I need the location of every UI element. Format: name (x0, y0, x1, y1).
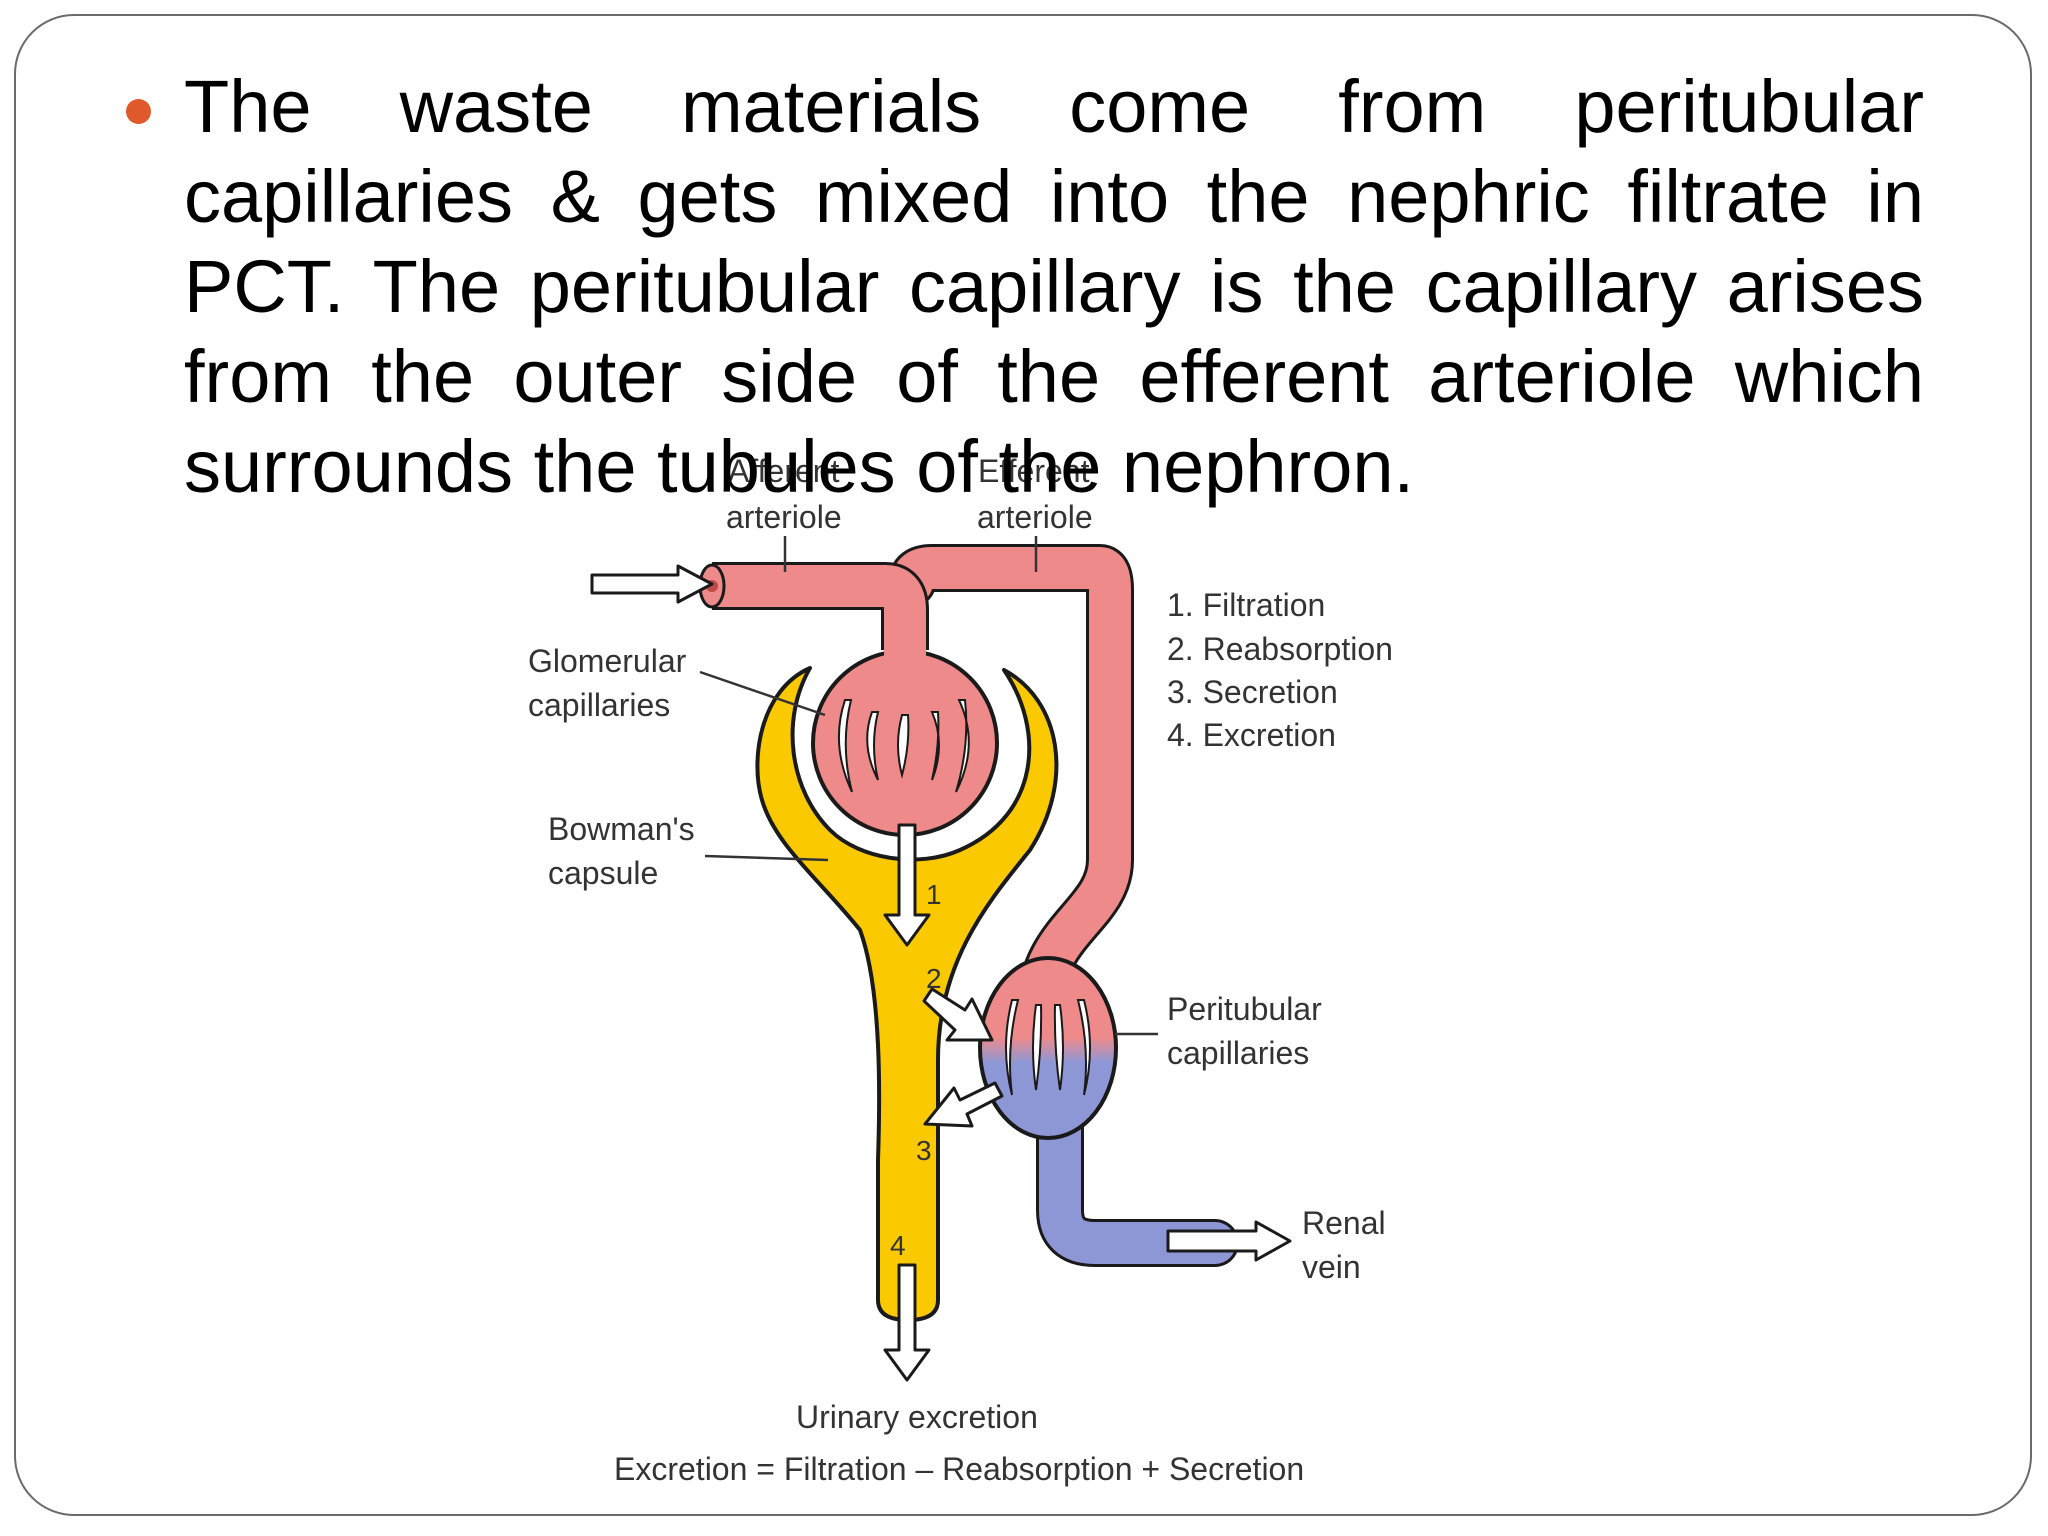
renal-vein-label-line1: Renal (1302, 1205, 1386, 1241)
renal-vein-label-line2: vein (1302, 1249, 1361, 1285)
secretion-arrow (923, 1081, 1004, 1128)
step-number-1: 1 (926, 879, 942, 910)
bowmans-label-line1: Bowman's (548, 811, 695, 847)
filtration-arrow (883, 823, 931, 947)
blood-inflow-arrow (590, 564, 714, 604)
renal-vein-outflow-arrow (1166, 1220, 1292, 1262)
glomerular-label-line2: capillaries (528, 687, 670, 723)
excretion-equation: Excretion = Filtration – Reabsorption + … (614, 1451, 1304, 1487)
afferent-label-line1: Afferent (728, 453, 840, 489)
peritubular-label-line1: Peritubular (1167, 991, 1322, 1027)
glomerular-label-line1: Glomerular (528, 643, 687, 679)
bullet-text: The waste materials come from peritubula… (184, 65, 1924, 508)
bowmans-label-line2: capsule (548, 855, 658, 891)
reabsorption-arrow (922, 987, 994, 1042)
efferent-label-line2: arteriole (977, 499, 1093, 535)
process-reabsorption: 2. Reabsorption (1167, 631, 1393, 667)
step-number-3: 3 (916, 1135, 932, 1166)
process-secretion: 3. Secretion (1167, 674, 1338, 710)
urinary-excretion-label: Urinary excretion (796, 1399, 1038, 1435)
slide-frame (14, 14, 2032, 1516)
process-filtration: 1. Filtration (1167, 587, 1325, 623)
bowmans-capsule-shape (755, 666, 1059, 1322)
bullet-dot (126, 99, 151, 124)
afferent-label-line2: arteriole (726, 499, 842, 535)
peritubular-label-line2: capillaries (1167, 1035, 1309, 1071)
peritubular-capillary-bed (978, 956, 1118, 1140)
step-number-2: 2 (926, 963, 942, 994)
step-number-4: 4 (890, 1230, 906, 1261)
process-excretion: 4. Excretion (1167, 717, 1336, 753)
efferent-label-line1: Efferent (978, 453, 1090, 489)
excretion-arrow (883, 1263, 931, 1382)
